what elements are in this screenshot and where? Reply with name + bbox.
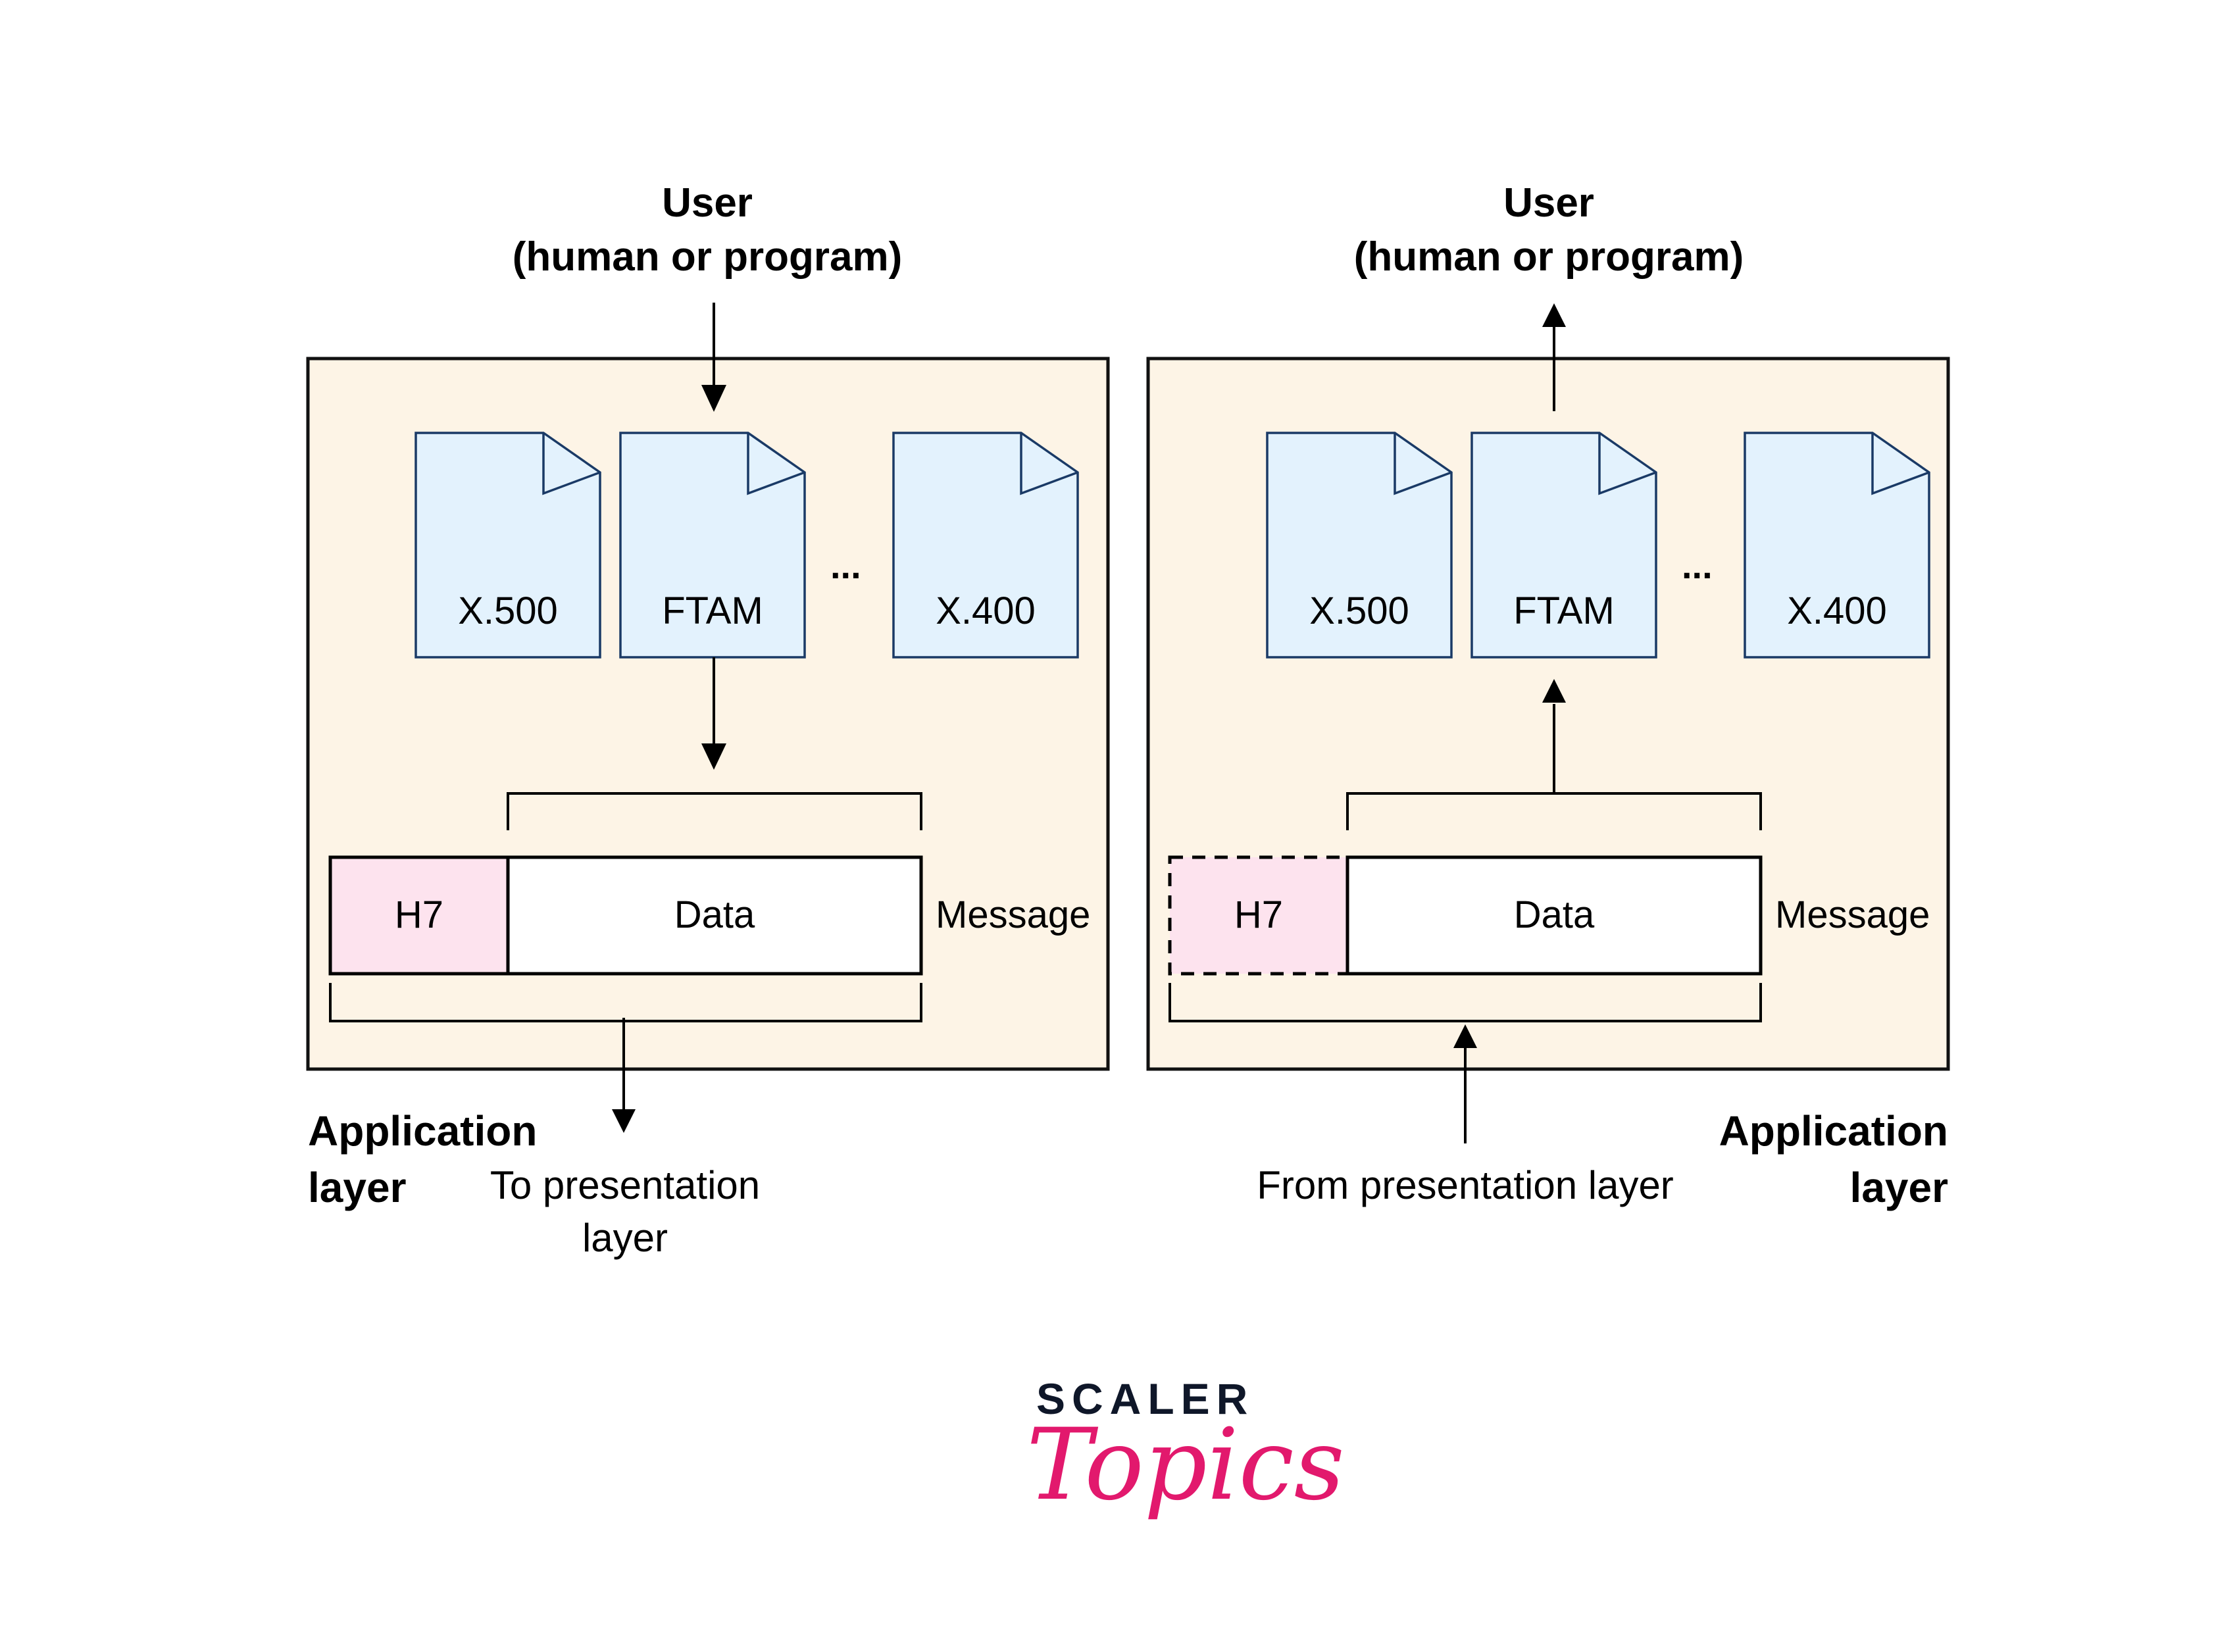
left-doc-x400-label: X.400 bbox=[936, 589, 1036, 632]
logo-topics-text: Topics bbox=[1026, 1408, 1345, 1522]
logo-scaler-text: SCALER bbox=[1036, 1374, 1255, 1423]
left-caption: To presentation layer bbox=[461, 1159, 790, 1264]
right-doc-x500[interactable] bbox=[1266, 432, 1453, 659]
left-user-label-line1: User bbox=[662, 180, 753, 226]
left-layer-label-line1: Application bbox=[308, 1107, 538, 1155]
right-layer-label-line1: Application bbox=[1719, 1107, 1948, 1155]
right-doc-ftam[interactable] bbox=[1470, 432, 1657, 659]
left-message-bracket bbox=[329, 983, 922, 1022]
left-doc-ftam-label: FTAM bbox=[662, 589, 763, 632]
right-data-box bbox=[1345, 855, 1763, 976]
right-presentation-arrow-head bbox=[1453, 1024, 1477, 1048]
left-data-box bbox=[506, 855, 923, 976]
right-ftam-arrow-head bbox=[1542, 679, 1566, 703]
left-doc-ftam[interactable] bbox=[619, 432, 806, 659]
left-data-bracket bbox=[507, 792, 922, 830]
left-presentation-arrow-head bbox=[612, 1109, 636, 1133]
right-layer-label: Application layer bbox=[1619, 1103, 1948, 1216]
right-message-bracket bbox=[1169, 983, 1762, 1022]
right-user-label: User (human or program) bbox=[1286, 176, 1812, 284]
right-caption: From presentation layer bbox=[1202, 1159, 1728, 1212]
right-h7-label: H7 bbox=[1234, 893, 1284, 936]
left-ellipsis: ... bbox=[830, 545, 861, 586]
right-doc-ftam-label: FTAM bbox=[1513, 589, 1615, 632]
right-data-bracket bbox=[1346, 792, 1762, 830]
right-doc-x400-label: X.400 bbox=[1787, 589, 1887, 632]
right-user-arrow-head bbox=[1542, 303, 1566, 327]
left-doc-x400[interactable] bbox=[892, 432, 1079, 659]
left-layer-label: Application layer bbox=[308, 1103, 537, 1216]
right-message-label: Message bbox=[1775, 893, 1930, 936]
right-caption-line1: From presentation layer bbox=[1257, 1163, 1674, 1207]
left-user-label-line2: (human or program) bbox=[512, 234, 903, 280]
right-panel bbox=[1146, 303, 1950, 1143]
left-doc-x500-label: X.500 bbox=[458, 589, 558, 632]
right-user-label-line2: (human or program) bbox=[1353, 234, 1744, 280]
left-ftam-arrow-head bbox=[701, 743, 726, 770]
left-data-label: Data bbox=[674, 893, 755, 936]
right-layer-label-line2: layer bbox=[1849, 1164, 1948, 1211]
left-caption-line2: layer bbox=[582, 1216, 668, 1260]
right-ellipsis: ... bbox=[1682, 545, 1713, 586]
left-user-arrow-head bbox=[701, 385, 726, 412]
left-panel bbox=[306, 303, 1110, 1133]
right-doc-x500-label: X.500 bbox=[1309, 589, 1409, 632]
left-message-label: Message bbox=[936, 893, 1091, 936]
left-user-label: User (human or program) bbox=[444, 176, 970, 284]
right-data-label: Data bbox=[1513, 893, 1595, 936]
left-h7-label: H7 bbox=[394, 893, 444, 936]
right-user-label-line1: User bbox=[1503, 180, 1594, 226]
left-caption-line1: To presentation bbox=[490, 1163, 761, 1207]
left-layer-label-line2: layer bbox=[308, 1164, 407, 1211]
left-header-h7 bbox=[328, 855, 510, 976]
left-doc-x500[interactable] bbox=[415, 432, 601, 659]
right-doc-x400[interactable] bbox=[1744, 432, 1930, 659]
